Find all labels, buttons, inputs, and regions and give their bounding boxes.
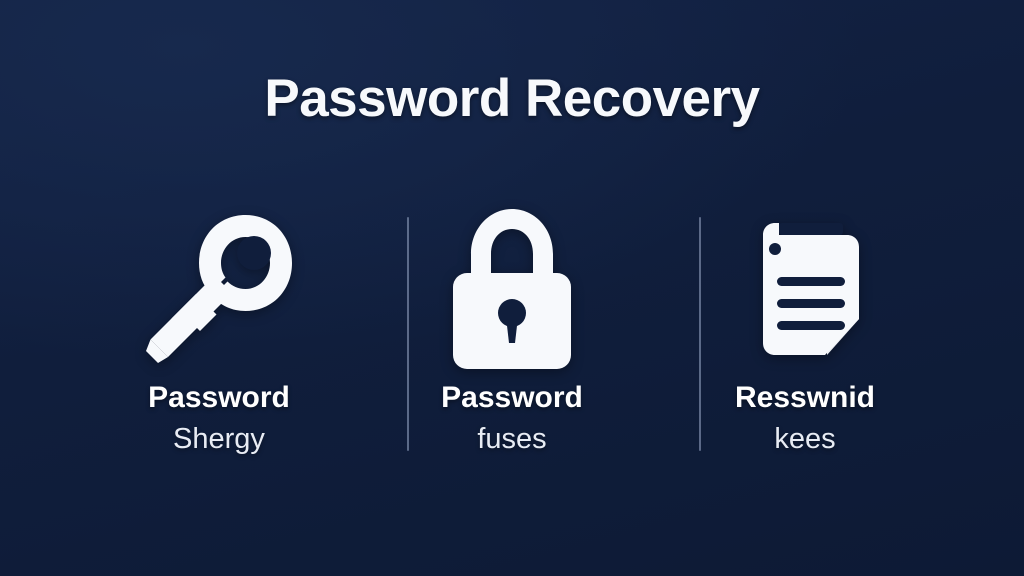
- feature-label-secondary: fuses: [477, 422, 547, 455]
- feature-label-secondary: kees: [774, 422, 836, 455]
- padlock-icon: [366, 196, 659, 381]
- feature-label-primary: Resswnid: [734, 381, 876, 414]
- feature-label-secondary: Shergy: [173, 422, 265, 455]
- feature-column-3: Resswnid kees: [659, 196, 952, 486]
- feature-label-primary: Password: [441, 381, 583, 414]
- feature-columns: Password Shergy: [40, 196, 984, 486]
- document-icon: [659, 196, 952, 381]
- key-icon: [73, 196, 366, 381]
- column-divider-2: [699, 217, 701, 451]
- feature-label-primary: Password: [148, 381, 290, 414]
- column-divider-1: [407, 217, 409, 451]
- feature-column-2: Password fuses: [366, 196, 659, 486]
- feature-column-1: Password Shergy: [73, 196, 366, 486]
- page-title: Password Recovery: [264, 69, 760, 128]
